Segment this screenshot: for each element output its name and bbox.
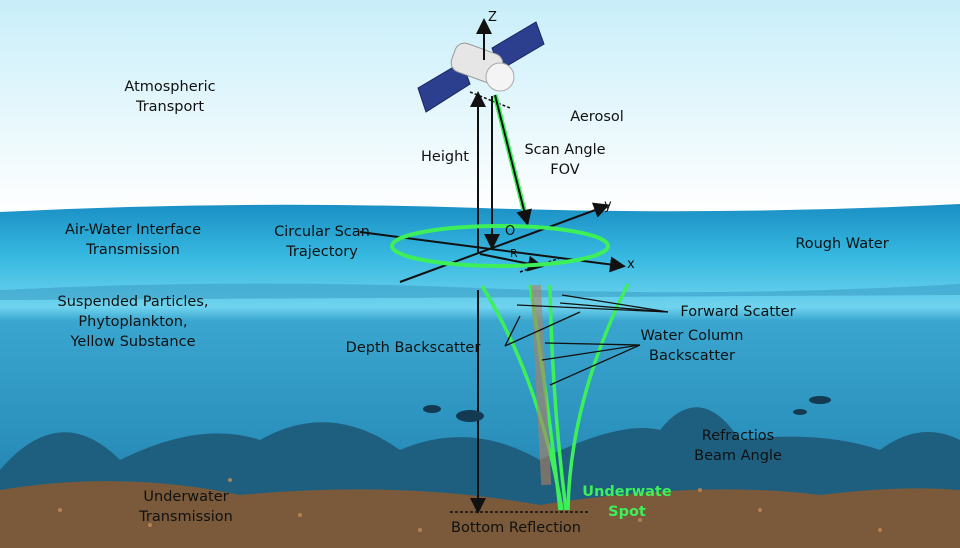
fish-icons <box>423 396 831 422</box>
axis-x-label: x <box>627 257 635 272</box>
label-suspended: Suspended Particles,Phytoplankton,Yellow… <box>57 294 209 350</box>
axis-y-label: y <box>604 198 612 213</box>
label-forward-scatter: Forward Scatter <box>680 304 796 320</box>
axis-r-label: R <box>510 247 518 260</box>
axis-z-label: Z <box>488 10 497 25</box>
label-bottom-reflection: Bottom Reflection <box>451 520 581 536</box>
seabed <box>0 481 960 548</box>
label-height: Height <box>421 149 469 165</box>
axis-origin-label: O <box>505 224 516 239</box>
satellite-icon <box>417 21 545 113</box>
label-rough-water: Rough Water <box>795 236 889 252</box>
circular-scan-trajectory <box>390 224 610 268</box>
label-depth-backscatter: Depth Backscatter <box>345 340 481 356</box>
label-aerosol: Aerosol <box>570 109 624 125</box>
